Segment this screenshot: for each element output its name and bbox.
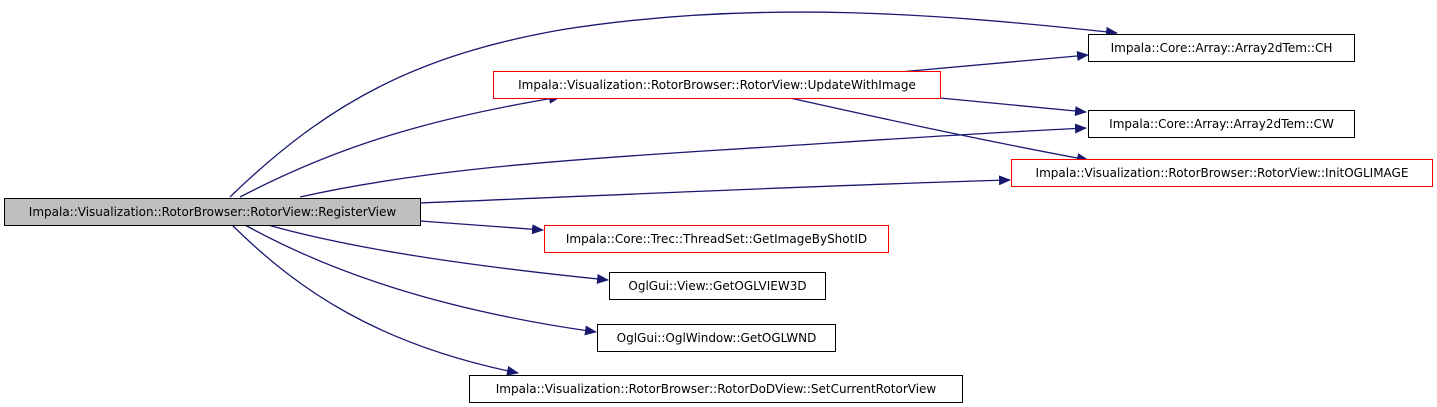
node-get-ogl-wnd[interactable]: OglGui::OglWindow::GetOGLWND (597, 324, 836, 352)
node-update-with-image[interactable]: Impala::Visualization::RotorBrowser::Rot… (493, 71, 941, 99)
node-get-image-by-shot-id[interactable]: Impala::Core::Trec::ThreadSet::GetImageB… (544, 225, 889, 253)
edge-registerview-to-initoglimage (419, 175, 1011, 204)
node-get-ogl-view3d[interactable]: OglGui::View::GetOGLVIEW3D (609, 272, 826, 300)
edge-updatewithimage-to-ch (899, 50, 1089, 73)
node-register-view: Impala::Visualization::RotorBrowser::Rot… (4, 198, 421, 226)
edge-updatewithimage-to-cw (939, 97, 1087, 117)
edge-registerview-to-getoglwnd (244, 224, 597, 336)
edge-registerview-to-setcurrentrotorview (231, 224, 519, 376)
edge-registerview-to-getimagebyshotid (419, 220, 544, 235)
edge-updatewithimage-to-initoglimage (789, 97, 1089, 163)
edge-registerview-to-ch (229, 11, 1118, 198)
edge-registerview-to-getoglview3d (267, 224, 609, 284)
node-init-ogl-image[interactable]: Impala::Visualization::RotorBrowser::Rot… (1011, 159, 1433, 187)
edge-registerview-to-updatewithimage (239, 93, 561, 198)
node-array2d-ch[interactable]: Impala::Core::Array::Array2dTem::CH (1088, 34, 1355, 62)
node-set-current-rotor-view[interactable]: Impala::Visualization::RotorBrowser::Rot… (469, 375, 963, 403)
edge-registerview-to-cw (299, 123, 1087, 198)
node-array2d-cw[interactable]: Impala::Core::Array::Array2dTem::CW (1088, 110, 1355, 138)
